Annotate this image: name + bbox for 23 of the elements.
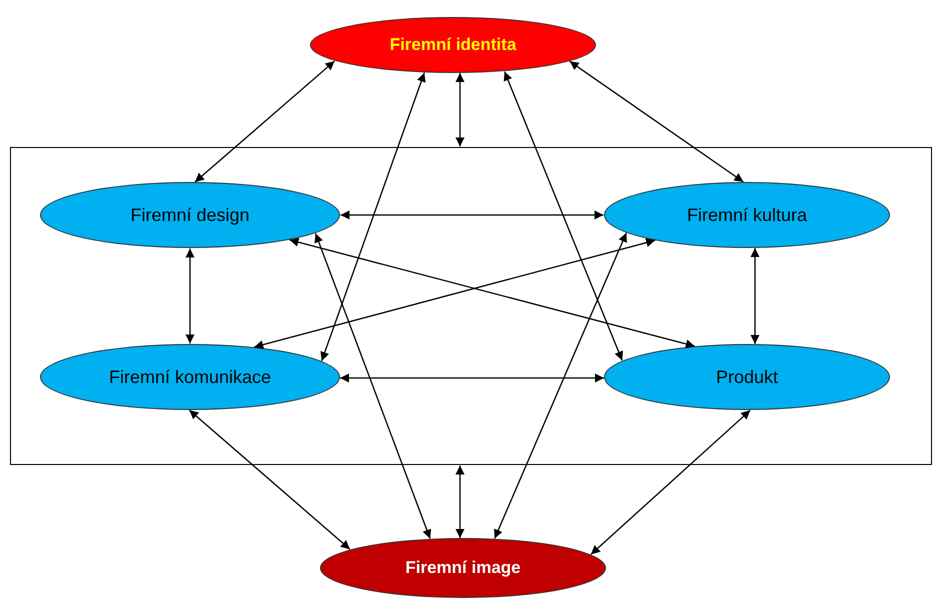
node-label: Firemní design <box>130 204 250 227</box>
node-label: Firemní identita <box>390 34 516 56</box>
double-arrow <box>194 60 335 182</box>
double-arrow <box>254 238 656 350</box>
double-arrow <box>750 248 760 344</box>
double-arrow <box>456 73 464 146</box>
double-arrow <box>569 60 744 182</box>
double-arrow <box>289 238 695 348</box>
double-arrow <box>504 71 623 361</box>
node-label: Firemní komunikace <box>108 366 272 388</box>
double-arrow <box>340 374 604 382</box>
double-arrow <box>340 210 604 220</box>
double-arrow <box>314 233 432 539</box>
double-arrow <box>494 232 627 539</box>
node-label: Produkt <box>716 366 778 388</box>
double-arrow <box>186 248 194 344</box>
double-arrow <box>590 410 751 555</box>
double-arrow <box>188 410 350 550</box>
double-arrow <box>456 466 464 538</box>
node-label: Firemní image <box>405 557 521 580</box>
double-arrow <box>320 72 426 362</box>
frame-rectangle <box>10 147 932 465</box>
node-label: Firemní kultura <box>686 204 808 226</box>
